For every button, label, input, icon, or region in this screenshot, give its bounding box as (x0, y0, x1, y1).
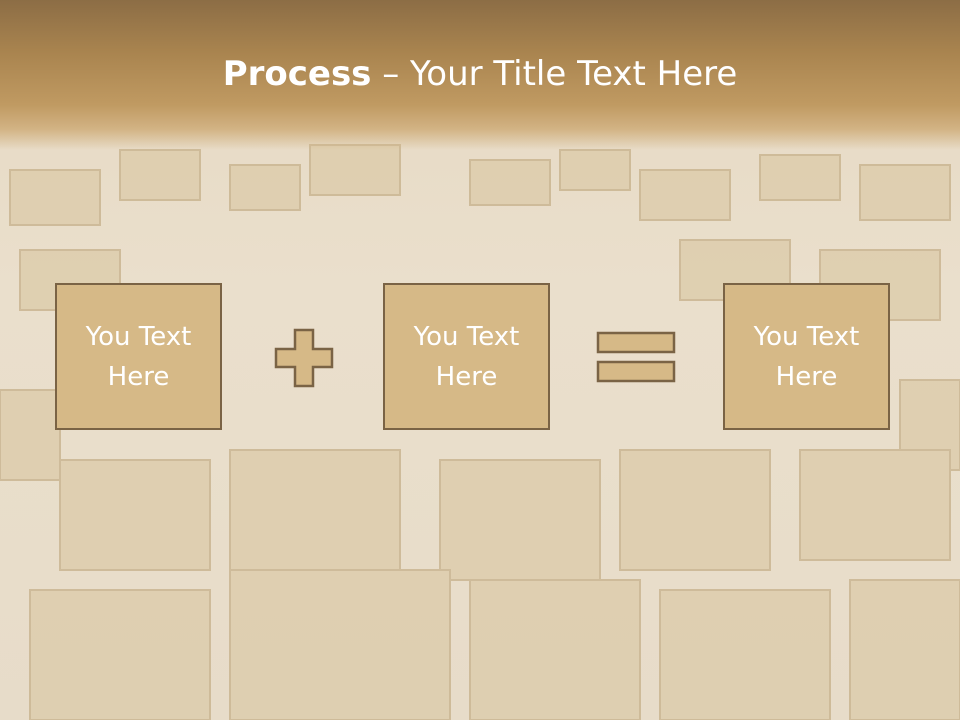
title-bar (0, 0, 960, 150)
text-box-1[interactable]: You Text Here (55, 283, 222, 430)
text-box-1-label: You Text Here (85, 321, 192, 392)
equals-icon (596, 331, 676, 383)
slide-title: Process – Your Title Text Here (0, 52, 960, 96)
plus-icon (274, 328, 334, 388)
text-box-2[interactable]: You Text Here (383, 283, 550, 430)
text-box-3[interactable]: You Text Here (723, 283, 890, 430)
title-bold: Process (222, 54, 372, 94)
title-rest: – Your Title Text Here (371, 54, 738, 94)
text-box-3-label: You Text Here (753, 321, 860, 392)
background-cardboard-boxes (0, 144, 960, 720)
text-box-2-label: You Text Here (413, 321, 520, 392)
